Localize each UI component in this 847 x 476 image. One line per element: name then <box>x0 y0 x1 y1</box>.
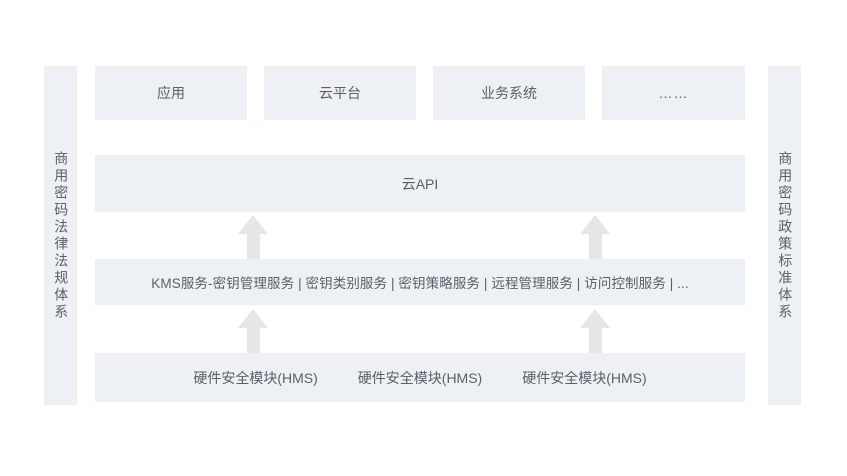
top-box-business-system: 业务系统 <box>433 66 585 120</box>
arrow-up-hms-to-kms-right <box>580 309 611 354</box>
cloud-api-label: 云API <box>401 175 439 192</box>
top-box-cloud-platform-label: 云平台 <box>319 85 361 101</box>
right-pillar-label: 商用密码政策标准体系 <box>777 150 794 321</box>
arrow-head-icon <box>580 215 610 234</box>
hms-modules-row: 硬件安全模块(HMS) 硬件安全模块(HMS) 硬件安全模块(HMS) <box>95 353 745 402</box>
hms-module-2: 硬件安全模块(HMS) <box>357 369 483 386</box>
top-box-ellipsis: …… <box>602 66 745 120</box>
arrow-head-icon <box>238 215 268 234</box>
hms-module-1: 硬件安全模块(HMS) <box>193 369 318 386</box>
top-box-application-label: 应用 <box>157 85 185 101</box>
top-box-ellipsis-label: …… <box>658 85 689 101</box>
arrow-shaft <box>589 327 602 354</box>
arrow-shaft <box>247 327 260 354</box>
arrow-head-icon <box>238 309 268 328</box>
top-box-business-system-label: 业务系统 <box>481 85 537 101</box>
kms-services-row: KMS服务-密钥管理服务 | 密钥类别服务 | 密钥策略服务 | 远程管理服务 … <box>95 259 745 305</box>
arrow-shaft <box>589 233 602 262</box>
cloud-api-row: 云API <box>95 155 745 212</box>
top-box-cloud-platform: 云平台 <box>264 66 416 120</box>
left-pillar-label: 商用密码法律法规体系 <box>53 150 70 321</box>
arrow-up-kms-to-api-right <box>580 215 611 262</box>
left-pillar-legal-framework: 商用密码法律法规体系 <box>44 66 77 405</box>
right-pillar-policy-standards: 商用密码政策标准体系 <box>768 66 801 405</box>
arrow-up-kms-to-api-left <box>238 215 269 262</box>
arrow-head-icon <box>580 309 610 328</box>
arrow-up-hms-to-kms-left <box>238 309 269 354</box>
top-box-application: 应用 <box>95 66 247 120</box>
kms-services-label: KMS服务-密钥管理服务 | 密钥类别服务 | 密钥策略服务 | 远程管理服务 … <box>151 276 689 291</box>
hms-module-3: 硬件安全模块(HMS) <box>522 369 647 386</box>
arrow-shaft <box>247 233 260 262</box>
